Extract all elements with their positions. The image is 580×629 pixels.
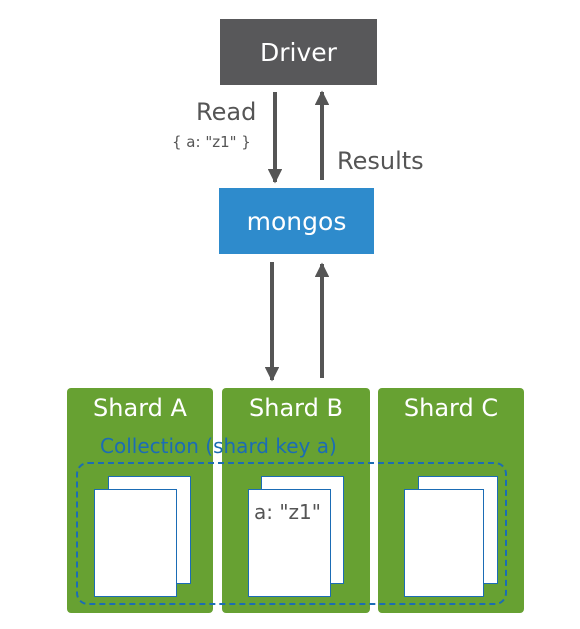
driver-box: Driver bbox=[220, 19, 377, 85]
mongos-label: mongos bbox=[246, 206, 347, 236]
query-label: { a: "z1" } bbox=[172, 133, 251, 151]
read-label: Read bbox=[196, 98, 257, 126]
mongos-box: mongos bbox=[219, 188, 374, 254]
driver-label: Driver bbox=[260, 37, 337, 67]
collection-outline bbox=[76, 462, 507, 605]
collection-label: Collection (shard key a) bbox=[100, 434, 337, 458]
document-shard-b-front bbox=[248, 489, 331, 597]
shard-a-label: Shard A bbox=[93, 394, 187, 422]
shard-c-label: Shard C bbox=[403, 394, 499, 422]
document-shard-a-front bbox=[94, 489, 177, 597]
document-shard-c-front bbox=[404, 489, 484, 597]
document-value-label: a: "z1" bbox=[254, 500, 321, 524]
shard-b-label: Shard B bbox=[249, 394, 343, 422]
results-label: Results bbox=[337, 147, 424, 175]
